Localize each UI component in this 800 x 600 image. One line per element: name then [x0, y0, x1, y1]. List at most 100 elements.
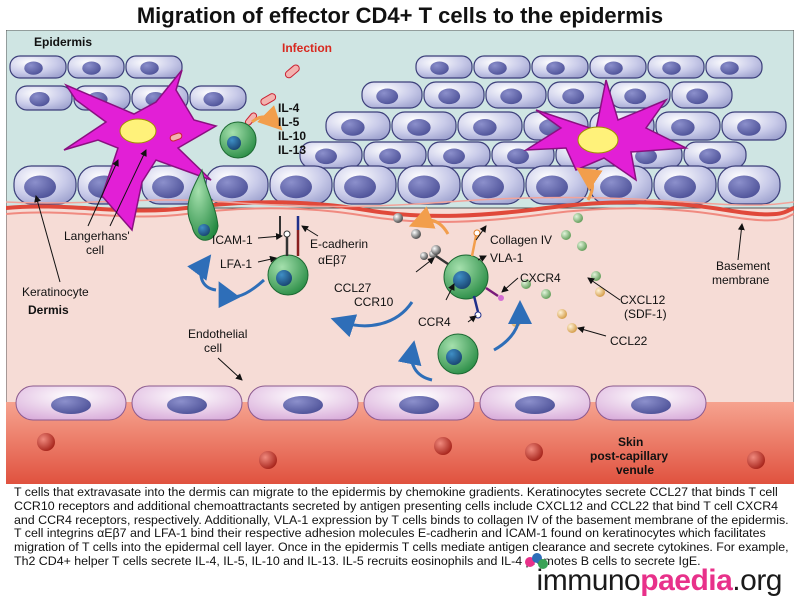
t-cell-adhering [267, 216, 309, 296]
migration-arrow-1 [187, 254, 217, 292]
keratinocyte-nucleus [438, 88, 461, 105]
skin-label-2: post-capillary [590, 449, 668, 463]
keratinocyte-nucleus [500, 88, 523, 105]
basement-label-1: Basement [716, 259, 771, 273]
keratinocyte-nucleus [344, 175, 377, 199]
migration-arrow-7 [576, 167, 603, 201]
langerhans-cell-right [523, 79, 689, 182]
keratinocyte-nucleus [152, 175, 184, 199]
logo-mark [525, 553, 548, 569]
endothelial-nucleus [283, 396, 323, 414]
basement-label-2: membrane [712, 273, 770, 287]
cxcr4-label: CXCR4 [520, 271, 561, 285]
skin-label-1: Skin [618, 435, 643, 449]
lfa1-label: LFA-1 [220, 257, 252, 271]
endothelial-layer [15, 385, 707, 421]
t-cell-circulating [437, 333, 479, 375]
keratinocyte-nucleus [408, 175, 441, 199]
keratinocyte-nucleus [473, 119, 497, 136]
migration-arrow-6 [408, 206, 450, 235]
endothelial-label-2: cell [204, 341, 222, 355]
keratinocyte-nucleus [24, 175, 56, 199]
ccl27-label: CCL27 [334, 281, 372, 295]
keratinocyte-nucleus [536, 175, 568, 199]
keratinocyte-nucleus [140, 61, 159, 75]
keratinocyte-nucleus [728, 175, 760, 199]
red-blood-cells [37, 433, 765, 469]
logo-part-2: paedia [640, 564, 733, 597]
migration-arrow-2 [218, 278, 266, 309]
langerhans-cell-left [63, 69, 218, 232]
infection-pathogens [169, 64, 300, 142]
langerhans-label-2: cell [86, 243, 104, 257]
keratinocyte-nucleus [699, 148, 721, 165]
keratinocyte-nucleus [720, 61, 739, 75]
keratinocyte-nucleus [600, 175, 632, 199]
icam1-label: ICAM-1 [212, 233, 253, 247]
il4-label: IL-4 [278, 101, 300, 115]
keratinocyte-nucleus [315, 148, 337, 165]
caption-text: T cells that extravasate into the dermis… [14, 485, 789, 568]
keratinocyte-nucleus [379, 148, 401, 165]
langerhans-label-1: Langerhans' [64, 229, 130, 243]
keratinocyte-nucleus [407, 119, 431, 136]
keratinocyte-nucleus [472, 175, 505, 199]
migration-arrow-5 [397, 340, 433, 382]
keratinocyte-nucleus [24, 61, 43, 75]
vla1-label: VLA-1 [490, 251, 524, 265]
ccl22-label: CCL22 [610, 334, 648, 348]
chemokine-ccl27 [393, 213, 441, 260]
keratinocyte-label: Keratinocyte [22, 285, 89, 299]
endothelial-nucleus [167, 396, 207, 414]
ecadherin-label: E-cadherin [310, 237, 368, 251]
cxcl12-label-2: (SDF-1) [624, 307, 667, 321]
endothelial-nucleus [631, 396, 671, 414]
il5-label: IL-5 [278, 115, 300, 129]
logo-part-1: immuno [536, 564, 641, 597]
keratinocyte-nucleus [624, 88, 647, 105]
keratinocyte-nucleus [546, 61, 565, 75]
keratinocyte-nucleus [662, 61, 681, 75]
keratinocyte-nucleus [507, 148, 529, 165]
infection-label: Infection [282, 41, 332, 55]
ccr4-label: CCR4 [418, 315, 451, 329]
t-cell-migrating [187, 168, 219, 241]
migration-diagram: Infection IL-4 IL-5 IL-10 IL-13 [6, 30, 794, 484]
keratinocyte-nucleus [443, 148, 465, 165]
keratinocyte-nucleus [216, 175, 248, 199]
keratinocyte-nucleus [686, 88, 709, 105]
keratinocyte-nucleus [376, 88, 399, 105]
endothelial-nucleus [399, 396, 439, 414]
ab7-label: αEβ7 [318, 253, 347, 267]
dermis-label: Dermis [28, 303, 69, 317]
keratinocyte-nucleus [341, 119, 365, 136]
ccr10-label: CCR10 [354, 295, 394, 309]
keratinocyte-nucleus [635, 148, 657, 165]
logo-part-3: .org [732, 564, 782, 597]
leader-lines [34, 149, 745, 381]
keratinocyte-nucleus [280, 175, 313, 199]
migration-arrow-3 [330, 301, 414, 338]
cxcl12-label-1: CXCL12 [620, 293, 666, 307]
skin-label-3: venule [616, 463, 654, 477]
keratinocyte-nucleus [604, 61, 623, 75]
il13-label: IL-13 [278, 143, 306, 157]
keratinocyte-nucleus [562, 88, 585, 105]
keratinocyte-nucleus [671, 119, 695, 136]
keratinocyte-layer [9, 55, 787, 205]
keratinocyte-nucleus [488, 61, 507, 75]
collagen-label: Collagen IV [490, 233, 552, 247]
keratinocyte-nucleus [82, 61, 101, 75]
keratinocyte-nucleus [430, 61, 449, 75]
epidermis-label: Epidermis [34, 35, 92, 49]
keratinocyte-nucleus [29, 92, 50, 107]
keratinocyte-nucleus [737, 119, 761, 136]
keratinocyte-nucleus [203, 92, 224, 107]
endothelial-nucleus [51, 396, 91, 414]
endothelial-nucleus [515, 396, 555, 414]
t-cell-epidermis [219, 121, 257, 159]
migration-arrow-4 [493, 300, 532, 352]
diagram-title: Migration of effector CD4+ T cells to th… [136, 3, 664, 28]
cytokine-arrow [251, 105, 283, 131]
endothelial-label-1: Endothelial [188, 327, 247, 341]
